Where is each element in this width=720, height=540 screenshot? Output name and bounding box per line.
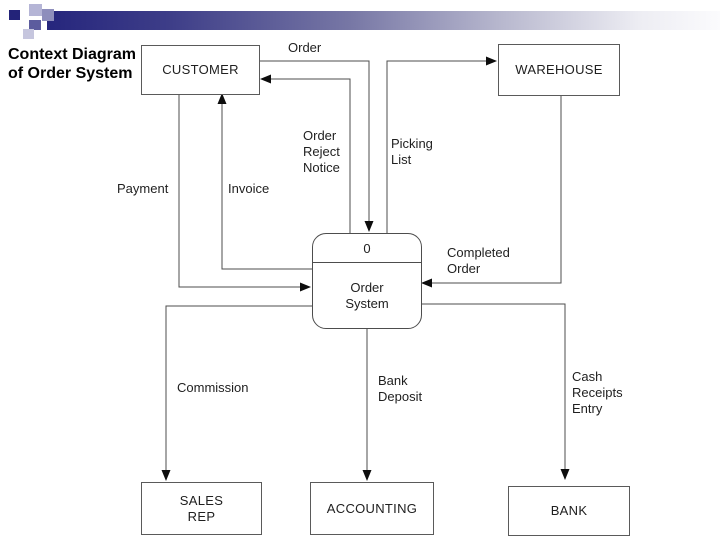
deco-square-light-upper — [29, 4, 42, 16]
entity-bank: BANK — [508, 486, 630, 536]
flow-label-cash-receipts-entry: Cash Receipts Entry — [572, 369, 623, 416]
deco-square-medium — [29, 20, 41, 30]
deco-square-light-lower — [23, 29, 34, 39]
flow-picking-list-connector — [386, 56, 497, 233]
entity-accounting: ACCOUNTING — [310, 482, 434, 535]
flow-completed-order-connector — [421, 94, 562, 288]
flow-order-connector — [258, 60, 374, 232]
flow-label-invoice: Invoice — [228, 181, 270, 196]
deco-square-dark-navy — [9, 10, 20, 20]
deco-gradient-bar — [47, 11, 720, 30]
process-number: 0 — [313, 234, 421, 263]
flow-label-commission: Commission — [177, 380, 249, 395]
entity-warehouse: WAREHOUSE — [498, 44, 620, 96]
flow-label-order: Order — [288, 40, 322, 55]
flow-invoice-connector — [217, 93, 312, 270]
page-title: Context Diagram of Order System — [8, 46, 137, 82]
flow-label-bank-deposit: Bank Deposit — [378, 373, 423, 404]
flow-label-completed-order: Completed Order — [447, 245, 510, 276]
flow-bank-deposit-connector — [362, 328, 372, 481]
flow-label-payment: Payment — [117, 181, 169, 196]
entity-customer: CUSTOMER — [141, 45, 260, 95]
flow-label-order-reject-notice: Order Reject Notice — [303, 128, 340, 175]
flow-commission-connector — [161, 305, 312, 481]
process-name: Order System — [345, 279, 389, 311]
flow-cash-receipts-entry-connector — [420, 303, 570, 480]
flow-payment-connector — [178, 93, 311, 292]
flow-order-reject-notice-connector — [260, 74, 351, 233]
entity-sales-rep: SALES REP — [141, 482, 262, 535]
flow-label-picking-list: Picking List — [391, 136, 433, 167]
process-order-system: 0 Order System — [312, 233, 422, 329]
deco-square-slate — [42, 9, 54, 21]
